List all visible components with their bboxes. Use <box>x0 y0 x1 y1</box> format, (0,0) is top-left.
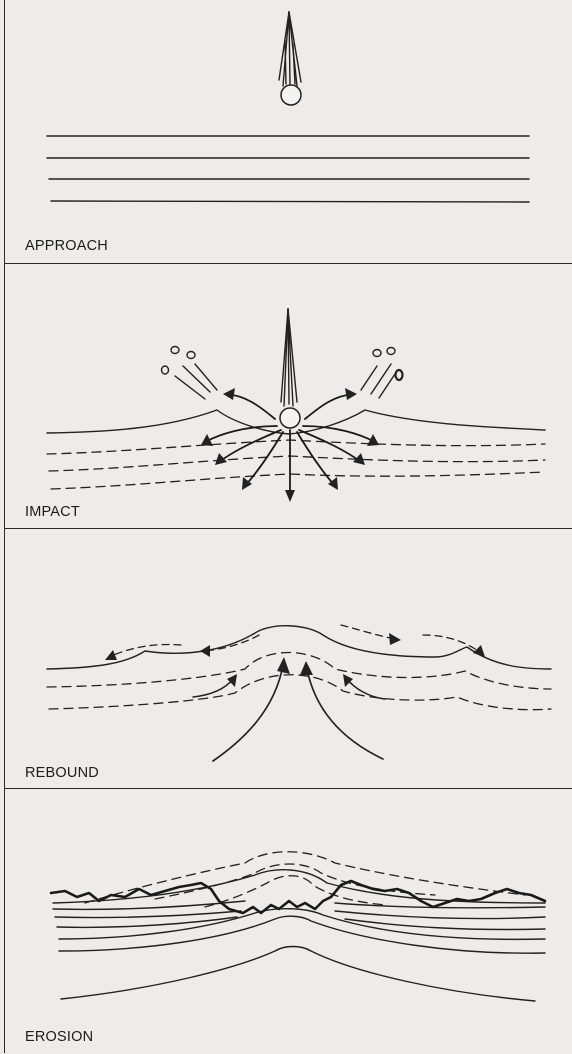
approach-illustration <box>5 0 572 263</box>
approach-panel: APPROACH <box>4 0 572 263</box>
rock-strata <box>47 136 529 202</box>
meteor-trail <box>279 12 301 86</box>
panel-label: IMPACT <box>25 504 80 520</box>
panel-label: EROSION <box>25 1029 93 1045</box>
erosion-panel: EROSION <box>4 788 572 1053</box>
meteor-trail <box>281 309 297 406</box>
surface-flow-arrows <box>105 625 485 660</box>
shock-arrows <box>201 388 379 502</box>
meteor <box>280 408 300 428</box>
panel-label: REBOUND <box>25 765 99 781</box>
erosion-illustration <box>5 789 572 1054</box>
impact-panel: IMPACT <box>4 263 572 528</box>
dashed-strata <box>47 440 545 489</box>
surface-line <box>47 626 551 669</box>
meteor <box>281 85 301 105</box>
rebound-illustration <box>5 529 572 789</box>
rebound-panel: REBOUND <box>4 528 572 788</box>
impact-illustration <box>5 264 572 529</box>
remaining-strata <box>53 870 545 1001</box>
panel-label: APPROACH <box>25 238 108 254</box>
uplift-arrows <box>193 657 385 761</box>
